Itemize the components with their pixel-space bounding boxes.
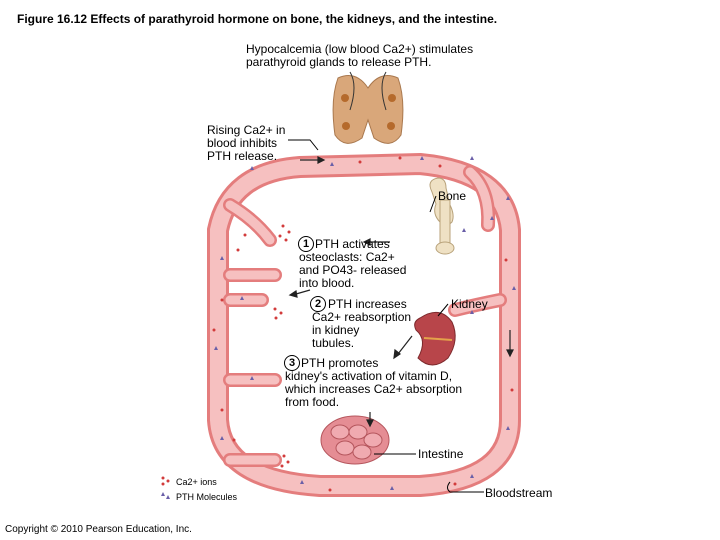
bone-label: Bone	[438, 189, 467, 203]
kidney-label: Kidney	[451, 297, 488, 311]
step-2-text: PTH increases Ca2+ reabsorption in kidne…	[312, 297, 412, 350]
copyright-text: Copyright © 2010 Pearson Education, Inc.	[5, 524, 192, 535]
step-3-number: 3	[284, 355, 300, 371]
legend-symbols	[161, 476, 170, 499]
leader-lines	[288, 139, 484, 493]
intestine-label: Intestine	[418, 447, 464, 461]
legend-pth-label: PTH Molecules	[176, 492, 238, 502]
bone-illustration	[429, 177, 455, 255]
flow-arrows	[288, 156, 514, 428]
hypocalcemia-text: Hypocalcemia (low blood Ca2+) stimulates…	[246, 42, 474, 69]
kidney-illustration	[414, 311, 456, 366]
bloodstream-vessel	[207, 152, 521, 497]
parathyroid-gland	[332, 71, 404, 144]
step-1-text: PTH activates osteoclasts: Ca2+ and PO43…	[299, 237, 407, 290]
intestine-illustration	[320, 415, 390, 465]
legend-calcium-label: Ca2+ ions	[176, 477, 217, 487]
rising-calcium-text: Rising Ca2+ in blood inhibits PTH releas…	[207, 123, 286, 163]
pth-molecules	[214, 156, 516, 490]
step-1-number: 1	[298, 236, 314, 252]
bloodstream-label: Bloodstream	[485, 486, 553, 500]
calcium-ions	[212, 156, 514, 492]
step-3-text: PTH promotes kidney's activation of vita…	[285, 356, 463, 409]
step-2-number: 2	[310, 296, 326, 312]
figure-title: Figure 16.12 Effects of parathyroid horm…	[17, 12, 498, 26]
